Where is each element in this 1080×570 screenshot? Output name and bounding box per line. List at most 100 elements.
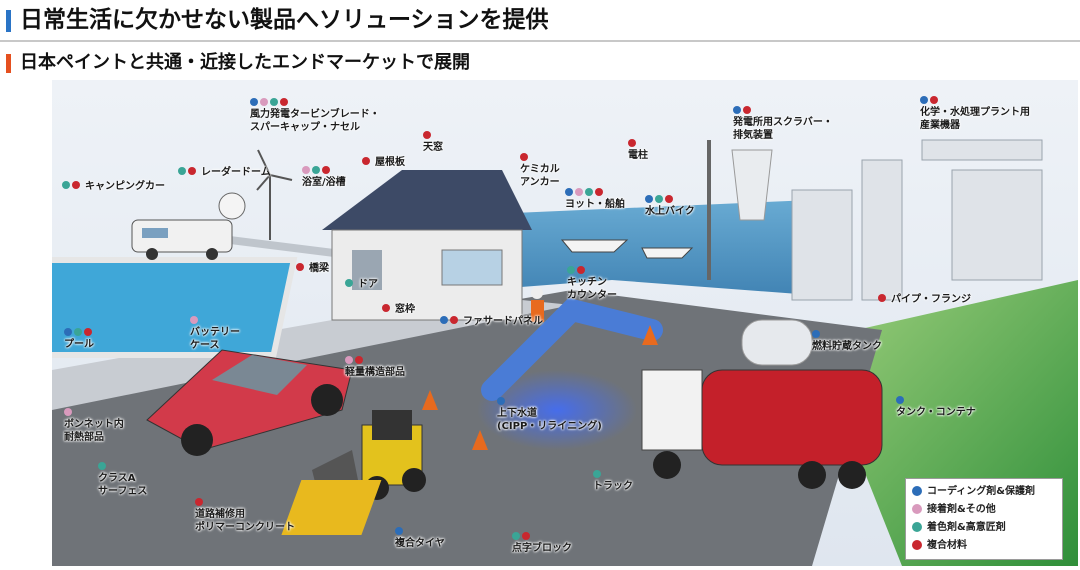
label-anchor: ケミカル アンカー: [520, 153, 560, 189]
material-dot-c1: [645, 195, 653, 203]
label-tactile: 点字ブロック: [512, 532, 572, 555]
material-dots: [812, 330, 882, 340]
legend-item-adhesive: 接着剤&その他: [912, 501, 1056, 519]
label-text: トラック: [593, 481, 633, 492]
material-dot-c3: [270, 98, 278, 106]
material-dots: [628, 139, 648, 149]
label-tire: 複合タイヤ: [395, 527, 445, 550]
material-dots: [896, 396, 976, 406]
camper-van: [131, 219, 233, 260]
material-dots: [440, 316, 460, 326]
material-dot-c4: [355, 356, 363, 364]
label-text: 道路補修用 ポリマーコンクリート: [195, 509, 295, 533]
material-dots: [64, 328, 94, 338]
label-pipe: パイプ・フランジ: [878, 293, 971, 306]
label-text: 橋梁: [309, 263, 329, 274]
material-dot-c3: [74, 328, 82, 336]
label-text: 上下水道 (CIPP・リライニング): [497, 408, 602, 432]
material-dots: [645, 195, 695, 205]
material-dot-c1: [896, 396, 904, 404]
material-dot-c3: [655, 195, 663, 203]
material-dots: [362, 157, 372, 167]
label-roof: 屋根板: [362, 156, 405, 169]
label-road: 道路補修用 ポリマーコンクリート: [195, 498, 295, 534]
label-text: プール: [64, 339, 94, 350]
legend-item-composite: 複合材料: [912, 537, 1056, 555]
material-dots: [178, 167, 198, 177]
title-accent-bar: [6, 10, 11, 32]
label-pole: 電柱: [628, 139, 648, 162]
legend-item-colorant: 着色剤&高意匠剤: [912, 519, 1056, 537]
material-dot-c4: [743, 106, 751, 114]
section-subtitle: 日本ペイントと共通・近接したエンドマーケットで展開: [6, 50, 470, 76]
material-dot-c1: [64, 328, 72, 336]
material-dot-c1: [250, 98, 258, 106]
material-dots: [567, 266, 617, 276]
fuel-storage-tank: [741, 319, 813, 366]
label-chemplant: 化学・水処理プラント用 産業機器: [920, 96, 1030, 132]
material-dot-c4: [522, 532, 530, 540]
material-dot-c4: [423, 131, 431, 139]
yacht-boat: [560, 239, 629, 253]
material-dot-c4: [362, 157, 370, 165]
label-text: 点字ブロック: [512, 543, 572, 554]
label-jetski: 水上バイク: [645, 195, 695, 218]
label-text: ボンネット内 耐熱部品: [64, 419, 124, 443]
material-dot-c3: [178, 167, 186, 175]
material-dots: [497, 397, 602, 407]
label-facade: ファサードパネル: [440, 315, 543, 328]
worker-figure: [531, 287, 544, 322]
material-dot-c3: [512, 532, 520, 540]
wind-turbine: [256, 149, 293, 240]
material-dots: [520, 153, 560, 163]
tactile-paving: [281, 480, 382, 535]
material-dot-c1: [565, 188, 573, 196]
material-dot-c4: [280, 98, 288, 106]
label-truck: トラック: [593, 470, 633, 493]
material-dot-c3: [593, 470, 601, 478]
material-dot-c4: [195, 498, 203, 506]
label-bridge: 橋梁: [296, 262, 329, 275]
material-dot-c1: [812, 330, 820, 338]
material-dot-c1: [395, 527, 403, 535]
legend-dot: [912, 540, 922, 550]
legend-dot: [912, 504, 922, 514]
label-battery: バッテリー ケース: [190, 316, 240, 352]
material-dots: [62, 181, 82, 191]
material-dots: [64, 408, 124, 418]
label-text: 電柱: [628, 150, 648, 161]
label-text: 水上バイク: [645, 206, 695, 217]
material-dots: [733, 106, 833, 116]
legend-label: 接着剤&その他: [927, 504, 996, 515]
label-text: 浴室/浴槽: [302, 177, 346, 188]
material-dot-c4: [577, 266, 585, 274]
jet-ski: [641, 247, 694, 259]
label-classa: クラスA サーフェス: [98, 462, 147, 498]
material-dot-c4: [628, 139, 636, 147]
material-dot-c3: [345, 279, 353, 287]
label-text: 天窓: [423, 142, 443, 153]
label-bonnet: ボンネット内 耐熱部品: [64, 408, 124, 444]
label-water: 上下水道 (CIPP・リライニング): [497, 397, 602, 433]
label-scrubber: 発電所用スクラバー・ 排気装置: [733, 106, 833, 142]
label-door: ドア: [345, 278, 378, 291]
label-lightweight: 軽量構造部品: [345, 356, 405, 379]
material-dots: [395, 527, 445, 537]
material-dot-c3: [62, 181, 70, 189]
label-window: 窓枠: [382, 303, 415, 316]
water-pipe: [481, 297, 663, 401]
material-dot-c1: [497, 397, 505, 405]
label-text: バッテリー ケース: [190, 327, 240, 351]
material-dot-c4: [595, 188, 603, 196]
material-dot-c3: [98, 462, 106, 470]
legend-label: 着色剤&高意匠剤: [927, 522, 1006, 533]
label-text: 屋根板: [375, 157, 405, 168]
material-dot-c2: [190, 316, 198, 324]
label-text: 複合タイヤ: [395, 538, 445, 549]
label-text: ファサードパネル: [463, 316, 543, 327]
material-dot-c3: [585, 188, 593, 196]
material-dot-c4: [296, 263, 304, 271]
material-dots: [423, 131, 443, 141]
material-dot-c4: [930, 96, 938, 104]
utility-pole: [707, 140, 711, 280]
